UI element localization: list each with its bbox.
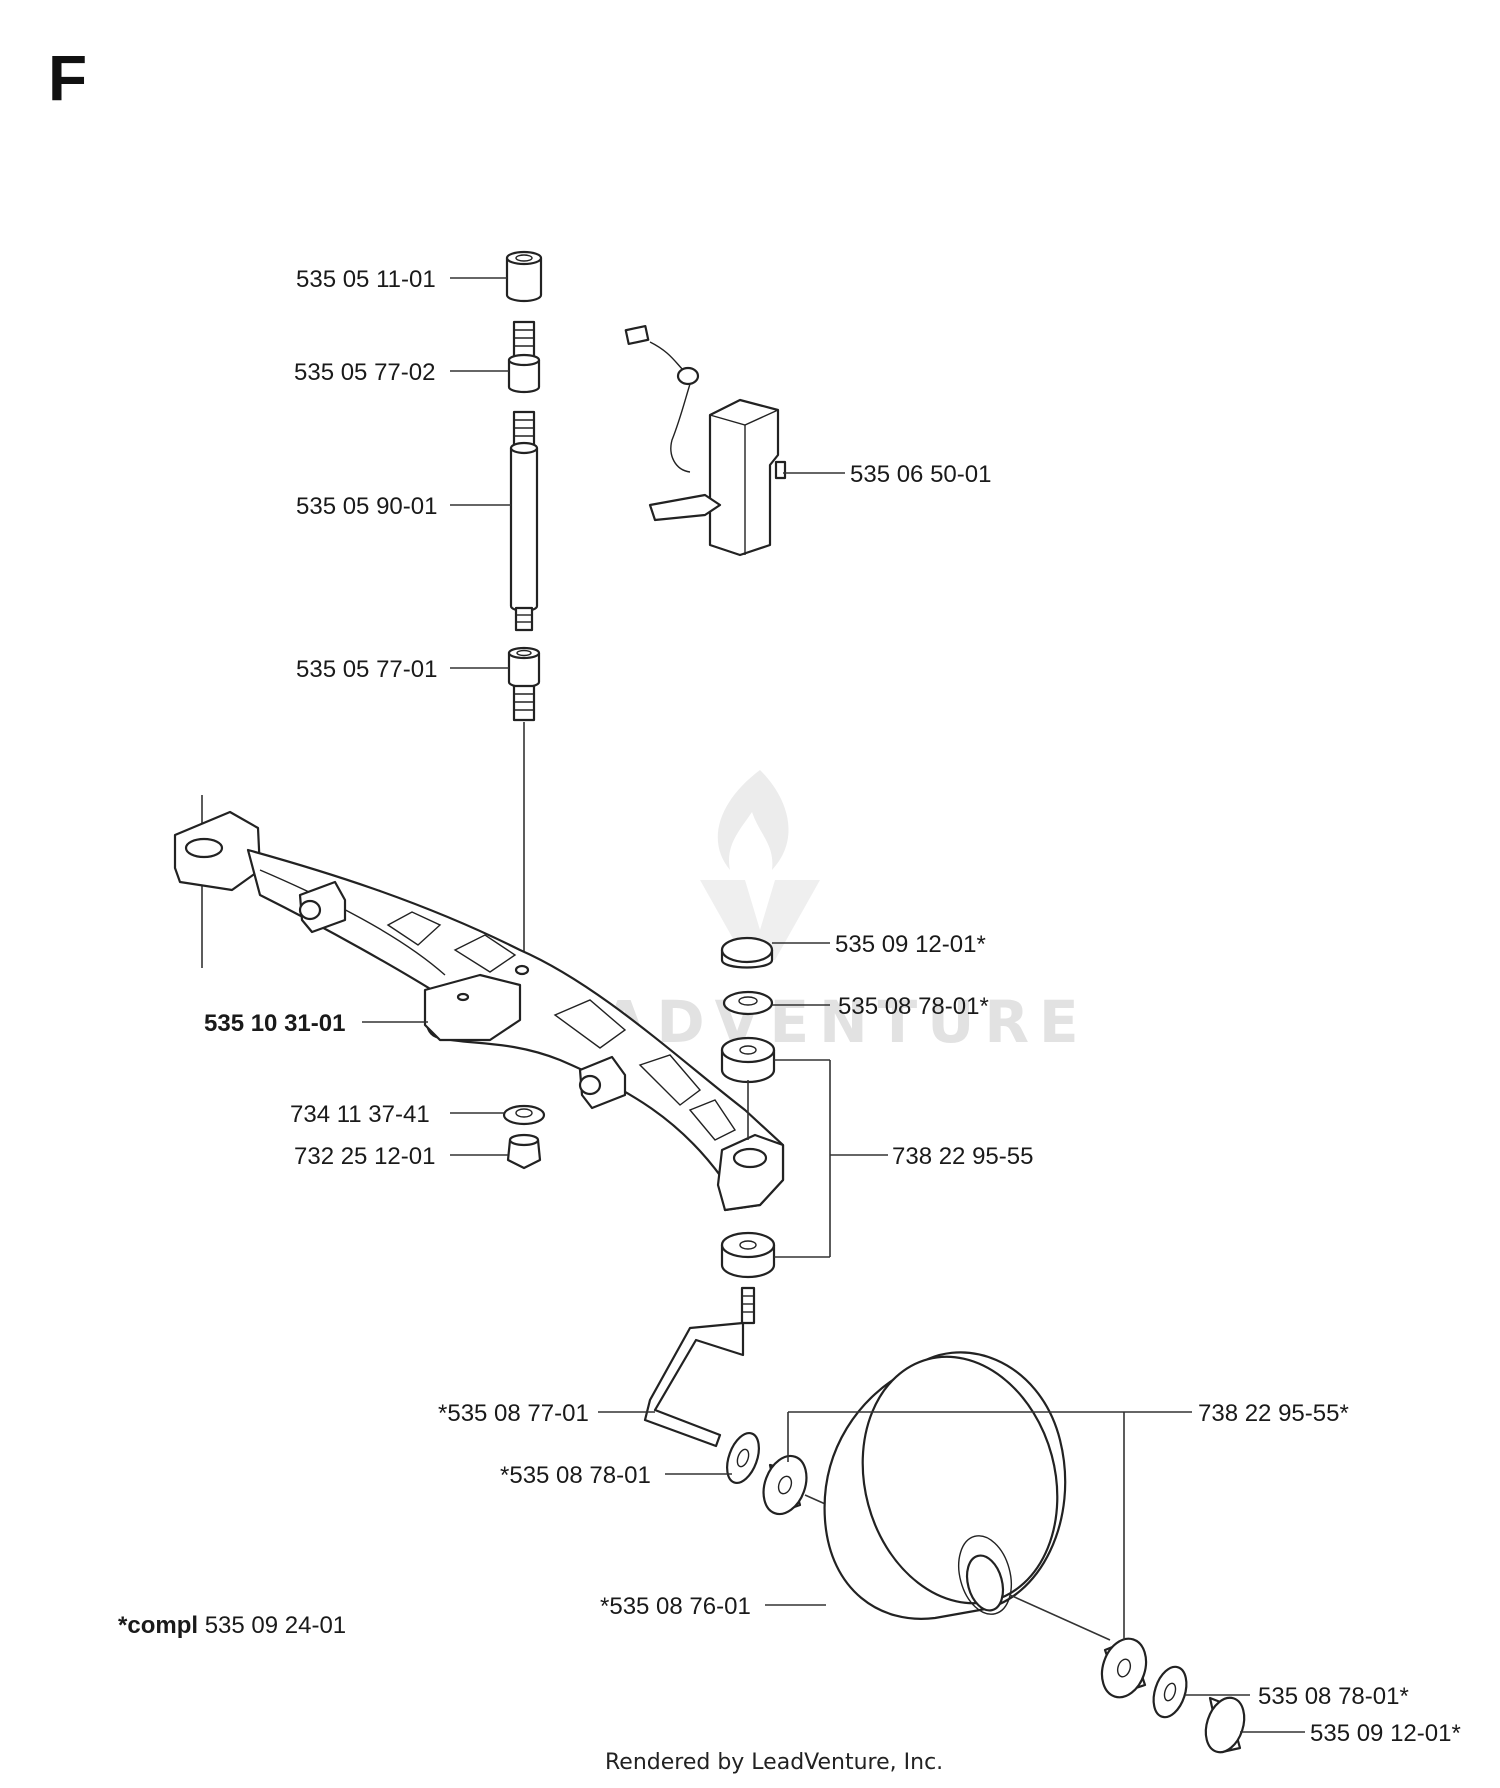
label-535-08-78-01-right: 535 08 78-01*: [1258, 1683, 1409, 1710]
compl-prefix: *compl: [118, 1612, 198, 1639]
part-535-05-77-02: [507, 320, 541, 394]
leader-lines: [362, 277, 1305, 1733]
label-738-22-95-55: 738 22 95-55: [892, 1143, 1033, 1170]
label-535-09-12-01-top: 535 09 12-01*: [835, 931, 986, 958]
label-535-05-77-02: 535 05 77-02: [294, 359, 435, 386]
part-535-05-77-01: [507, 646, 541, 722]
label-535-06-50-01: 535 06 50-01: [850, 461, 991, 488]
label-738-22-95-55-star: 738 22 95-55*: [1198, 1400, 1349, 1427]
part-535-05-11-01: [505, 250, 543, 303]
part-535-08-77-01: [643, 1286, 756, 1448]
label-535-05-11-01: 535 05 11-01: [296, 266, 436, 293]
part-535-09-12-01-right: [1204, 1696, 1246, 1754]
part-535-08-76-01: [823, 1351, 1067, 1620]
label-535-10-31-01: 535 10 31-01: [204, 1010, 345, 1037]
section-letter: F: [48, 42, 87, 114]
part-535-08-78-01-right: [1152, 1665, 1188, 1719]
part-738-22-95-55-wheel-bearing-right: [1100, 1637, 1148, 1699]
part-732-25-12-01: [506, 1133, 542, 1170]
label-535-05-90-01: 535 05 90-01: [296, 493, 437, 520]
part-734-11-37-41: [502, 1104, 546, 1126]
part-535-09-12-01-top: [720, 936, 774, 969]
label-535-09-12-01-right: 535 09 12-01*: [1310, 1720, 1461, 1747]
label-732-25-12-01: 732 25 12-01: [294, 1143, 435, 1170]
part-738-22-95-55-upper-bearing: [720, 1036, 776, 1084]
label-535-08-77-01: *535 08 77-01: [438, 1400, 589, 1427]
label-535-08-78-01-top: 535 08 78-01*: [838, 993, 989, 1020]
footer-credit: Rendered by LeadVenture, Inc.: [605, 1750, 943, 1775]
part-535-06-50-01: [624, 324, 787, 557]
part-535-05-90-01: [509, 410, 539, 632]
label-535-05-77-01: 535 05 77-01: [296, 656, 437, 683]
label-734-11-37-41: 734 11 37-41: [290, 1101, 430, 1128]
compl-note: *compl 535 09 24-01: [118, 1612, 346, 1639]
compl-number: 535 09 24-01: [205, 1612, 346, 1639]
label-535-08-78-01-axle: *535 08 78-01: [500, 1462, 651, 1489]
part-535-08-78-01-axle: [726, 1432, 760, 1484]
compl-spacer: [198, 1612, 205, 1639]
part-535-08-78-01-top: [722, 990, 774, 1016]
wheel-axle-line: [1009, 1594, 1111, 1641]
part-738-22-95-55-lower-bearing: [720, 1231, 776, 1279]
part-535-10-31-01: [173, 795, 785, 1212]
part-738-22-95-55-wheel-bearing-left: [762, 1454, 808, 1516]
label-535-08-76-01: *535 08 76-01: [600, 1593, 751, 1620]
